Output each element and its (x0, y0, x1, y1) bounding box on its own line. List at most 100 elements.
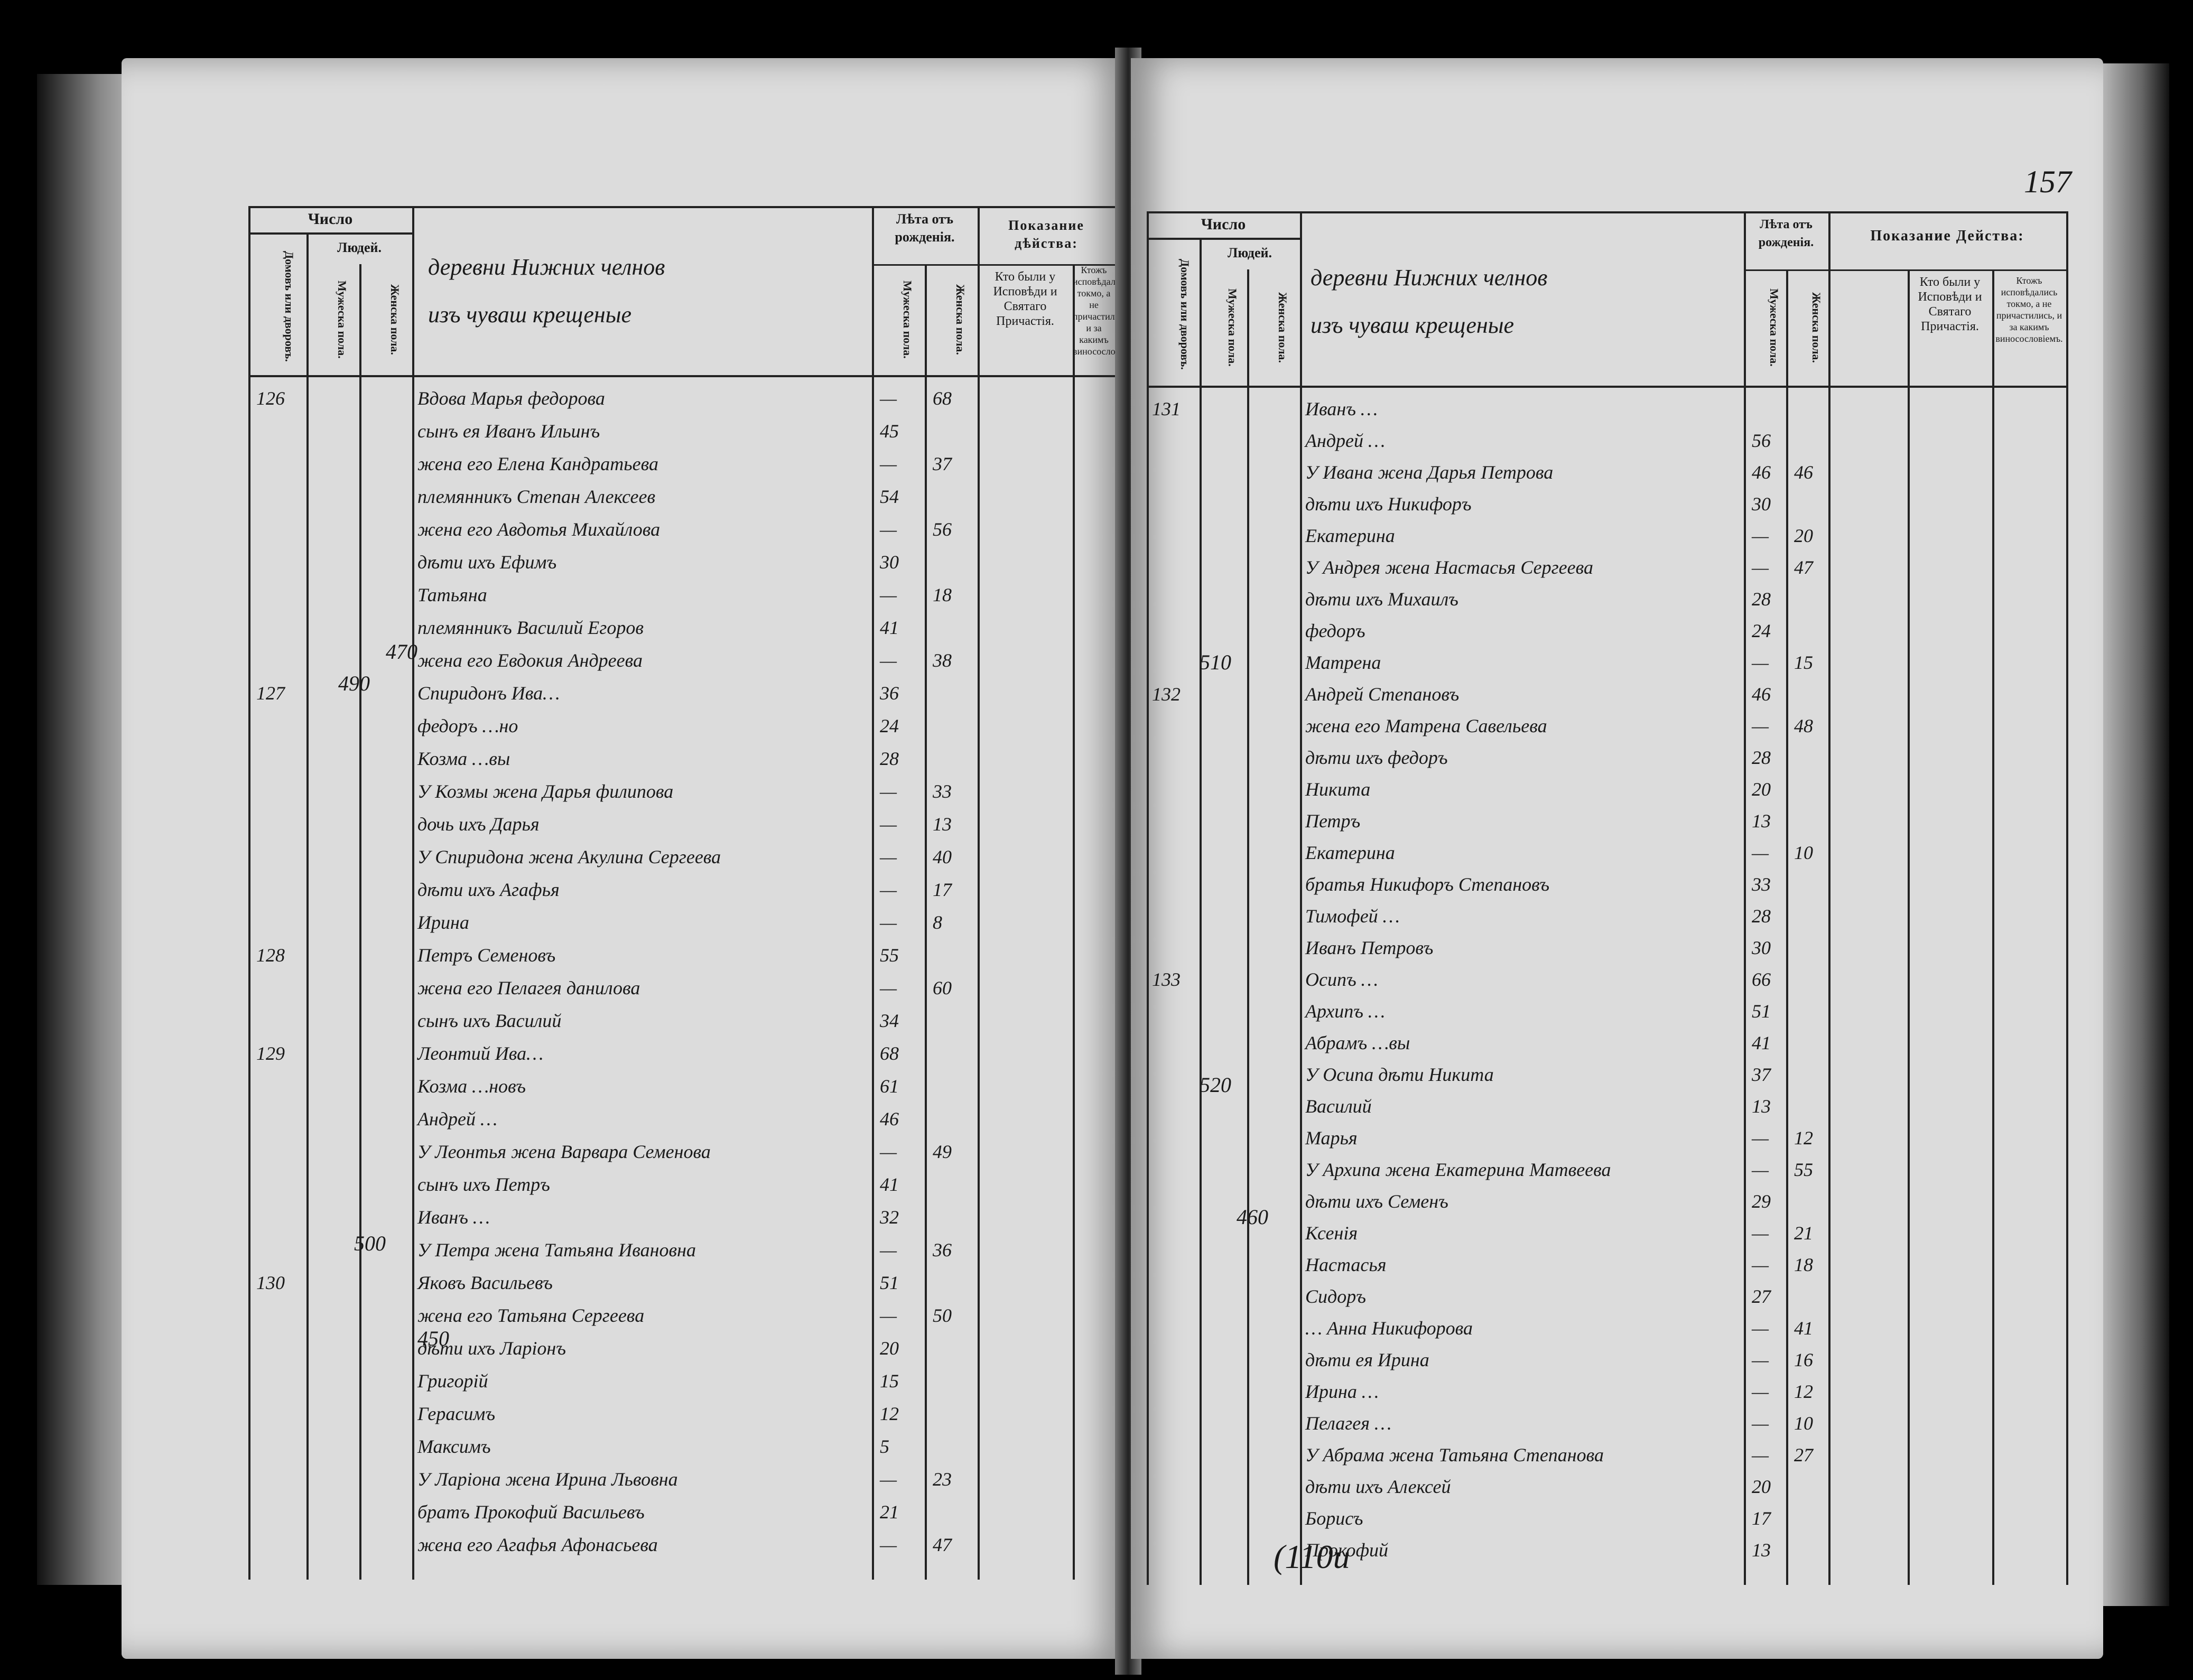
person-name: жена его Пелагея данилова (417, 977, 640, 998)
age-male: — (880, 781, 897, 802)
register-row: дочь ихъ Дарья—13 (248, 809, 1115, 841)
age-male: 61 (880, 1076, 899, 1097)
person-name: Козма …вы (417, 748, 510, 769)
register-row: Ксенія—21 (1147, 1218, 2066, 1249)
age-male: 20 (880, 1338, 899, 1359)
age-male: 5 (880, 1436, 889, 1457)
register-row: Пелагея …—10 (1147, 1408, 2066, 1440)
age-female: 37 (933, 453, 952, 474)
header-lyudey: Людей. (337, 240, 382, 255)
age-male: — (880, 912, 897, 933)
header-col1: Кто были у Исповѣди и Святаго Причастія. (993, 270, 1057, 328)
age-male: — (880, 584, 897, 605)
person-name: Вдова Марья федорова (417, 388, 605, 409)
right-side-count-c: 460 (1237, 1205, 1268, 1229)
person-name: Максимъ (417, 1436, 491, 1457)
age-male: 20 (1752, 779, 1771, 800)
person-name: жена его Татьяна Сергеева (417, 1305, 645, 1326)
register-row: Иванъ …32 (248, 1202, 1115, 1234)
age-male: — (1752, 1381, 1769, 1402)
register-row: Тимофей …28 (1147, 901, 2066, 932)
age-male: 36 (880, 683, 899, 704)
age-female: 27 (1794, 1444, 1813, 1466)
register-row: жена его Агафья Афонасьева—47 (248, 1529, 1115, 1561)
person-name: … Анна Никифорова (1305, 1318, 1473, 1339)
person-name: Василий (1305, 1096, 1372, 1117)
age-female: 49 (933, 1141, 952, 1162)
person-name: дѣти ихъ Ларіонъ (417, 1338, 566, 1359)
age-male: 55 (880, 945, 899, 966)
left-side-count-d: 450 (417, 1327, 449, 1350)
header-chislo: Число (308, 210, 353, 228)
person-name: Сидоръ (1305, 1286, 1366, 1307)
person-name: федоръ …но (417, 715, 518, 736)
register-row: Максимъ 5 (248, 1431, 1115, 1463)
person-name: У Андрея жена Настасья Сергеева (1305, 557, 1593, 578)
age-male: — (880, 388, 897, 409)
person-name: дочь ихъ Дарья (417, 814, 540, 835)
age-male: — (1752, 1222, 1769, 1244)
person-name: Екатерина (1305, 525, 1395, 546)
person-name: Иванъ … (417, 1207, 490, 1228)
r-header-col2: Ктожъ исповѣдались токмо, а не причастил… (1995, 275, 2063, 344)
age-male: — (1752, 1444, 1769, 1466)
header-domov: Домовъ или дворовъ. (283, 251, 296, 362)
person-name: Прокофий (1305, 1539, 1389, 1561)
header-muzh: Мужеска пола. (336, 281, 349, 359)
age-male: — (1752, 715, 1769, 736)
age-male: — (880, 1305, 897, 1326)
person-name: У Спиридона жена Акулина Сергеева (417, 846, 721, 867)
person-name: Петръ Семеновъ (417, 945, 556, 966)
register-row: Архипъ …51 (1147, 996, 2066, 1028)
age-male: 24 (880, 715, 899, 736)
person-name: У Петра жена Татьяна Ивановна (417, 1239, 696, 1261)
person-name: сынъ ихъ Василий (417, 1010, 562, 1031)
age-male: 12 (880, 1403, 899, 1424)
left-side-count-c: 500 (354, 1231, 386, 1255)
age-male: 41 (1752, 1032, 1771, 1053)
r-header-chislo: Число (1201, 216, 1246, 233)
person-name: У Леонтья жена Варвара Семенова (417, 1141, 711, 1162)
age-female: 41 (1794, 1318, 1813, 1339)
age-male: 27 (1752, 1286, 1771, 1307)
r-header-leta-muzh: Мужеска пола. (1768, 288, 1781, 367)
register-row: дѣти ихъ Ларіонъ 20 (248, 1333, 1115, 1365)
age-male: 20 (1752, 1476, 1771, 1497)
house-number: 127 (256, 683, 285, 704)
register-row: Андрей …46 (248, 1104, 1115, 1135)
person-name: Тимофей … (1305, 906, 1400, 927)
person-name: дѣти ихъ Семенъ (1305, 1191, 1448, 1212)
age-male: 24 (1752, 620, 1771, 641)
header-leta-muzh: Мужеска пола. (901, 281, 914, 359)
age-female: 47 (933, 1534, 952, 1555)
age-female: 68 (933, 388, 952, 409)
register-row: жена его Елена Кандратьева—37 (248, 449, 1115, 480)
register-row: жена его Пелагея данилова—60 (248, 973, 1115, 1004)
register-row: дѣти ихъ Агафья—17 (248, 874, 1115, 906)
age-female: 47 (1794, 557, 1813, 578)
age-male: — (880, 846, 897, 867)
person-name: Архипъ … (1305, 1001, 1385, 1022)
age-female: 20 (1794, 525, 1813, 546)
person-name: дѣти ихъ Агафья (417, 879, 560, 900)
age-male: 21 (880, 1501, 899, 1523)
r-header-zhen: Женска пола. (1276, 292, 1289, 363)
age-female: 33 (933, 781, 952, 802)
r-header-leta: Лѣта отъ рожденія. (1758, 218, 1814, 249)
left-side-count-a: 470 (386, 640, 417, 664)
age-female: 13 (933, 814, 952, 835)
r-header-col1: Кто были у Исповѣди и Святаго Причастія. (1918, 275, 1982, 333)
age-male: 30 (1752, 937, 1771, 958)
